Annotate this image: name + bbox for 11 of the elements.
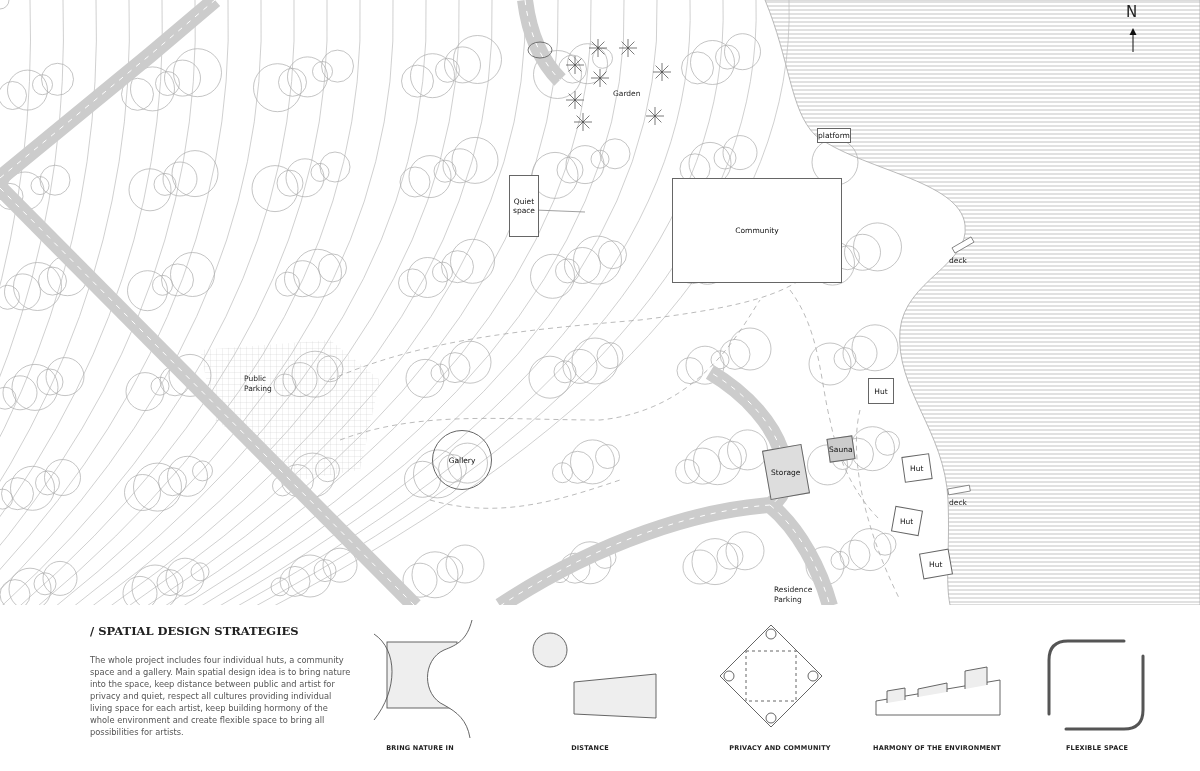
sauna-building xyxy=(826,435,856,463)
north-label: N xyxy=(1126,3,1138,23)
section-heading: / SPATIAL DESIGN STRATEGIES xyxy=(90,624,299,638)
quiet-space-building xyxy=(509,175,539,237)
community-building xyxy=(672,178,842,283)
description-paragraph: The whole project includes four individual huts, a community space and a gallery. Main spatial design idea is to bring nature into the space, keep distance between public and artist for privacy and quiet, respect all cultures providing individual living space for each artist, keep building hormony of the whole environment and create flexible space to bring all possibilities for artists. xyxy=(90,654,352,739)
hut-building xyxy=(868,378,894,404)
hut-building xyxy=(901,453,933,483)
hut-building xyxy=(918,548,954,580)
storage-building xyxy=(761,443,811,501)
hut-building xyxy=(890,505,924,537)
